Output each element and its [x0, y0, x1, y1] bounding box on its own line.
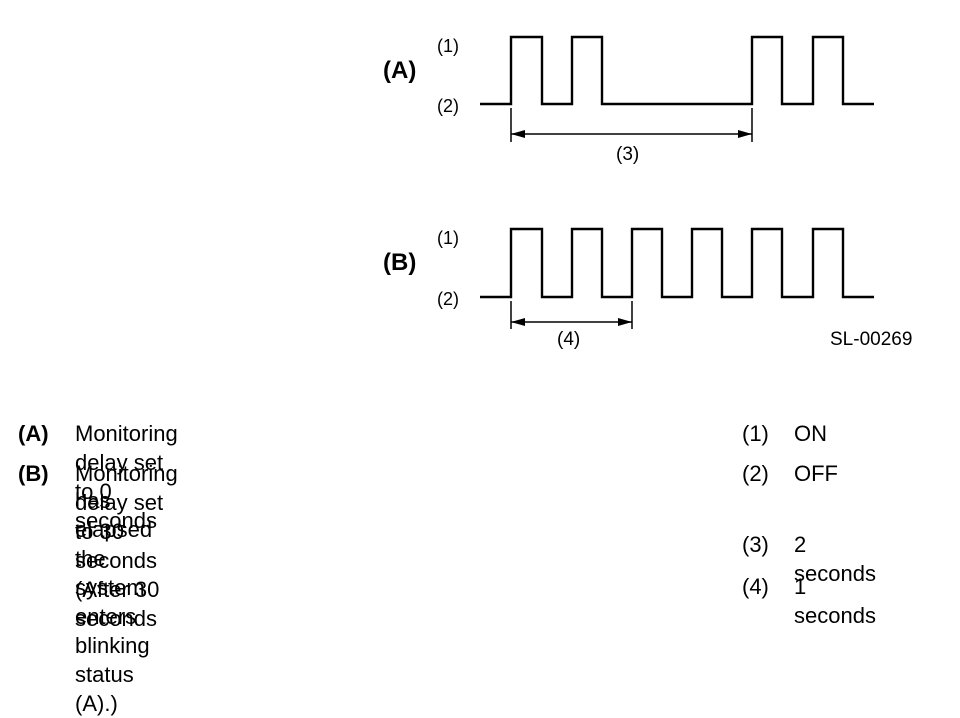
legend-value: 2 seconds: [794, 532, 876, 586]
waveform-a-interval-label: (3): [616, 144, 639, 165]
waveform-a-off-level-label: (2): [437, 96, 459, 116]
waveform-a-signal: [480, 35, 874, 106]
waveform-b-interval-label: (4): [557, 329, 580, 350]
waveform-b-interval-dimension: [510, 301, 633, 329]
legend-key: (B): [18, 461, 49, 486]
legend-text: Monitoring delay set to 30 seconds (Afte…: [75, 461, 178, 631]
legend-key: (1): [742, 421, 769, 446]
waveform-b-on-level-label: (1): [437, 228, 459, 248]
legend-value: OFF: [794, 461, 838, 486]
legend-key: (2): [742, 461, 769, 486]
legend-key: (4): [742, 574, 769, 599]
waveform-b-signal: [480, 227, 874, 299]
waveform-b-off-level-label: (2): [437, 289, 459, 309]
timing-diagram: (A) (1) (2) (3) (B) (1) (2) (4) SL-00269: [383, 35, 912, 350]
legend-key: (A): [18, 421, 49, 446]
legend-value: ON: [794, 421, 827, 446]
waveform-a-interval-dimension: [510, 108, 753, 142]
waveform-a-tag: (A): [383, 57, 416, 84]
legend-text: Monitoring delay set to 0 seconds: [75, 421, 178, 533]
waveform-b-tag: (B): [383, 249, 416, 276]
legend-value: 1 seconds: [794, 574, 876, 628]
legend-key: (3): [742, 532, 769, 557]
legend-text: has elapsed the system enters blinking s…: [75, 488, 153, 716]
figure-id: SL-00269: [830, 329, 912, 350]
waveform-a-on-level-label: (1): [437, 36, 459, 56]
